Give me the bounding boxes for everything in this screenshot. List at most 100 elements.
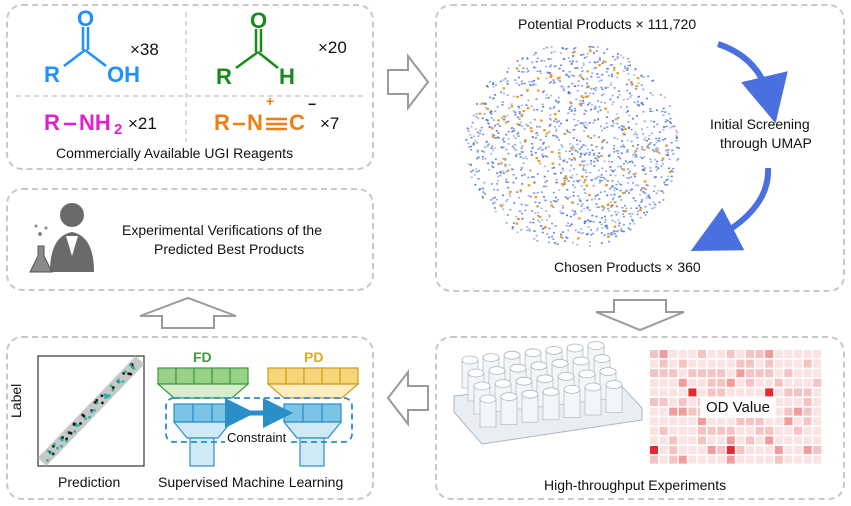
- umap-point: [628, 114, 631, 117]
- umap-highlight-point: [504, 121, 508, 124]
- umap-point: [502, 194, 504, 197]
- umap-point: [552, 191, 555, 194]
- umap-point: [585, 110, 588, 112]
- umap-point: [566, 214, 568, 217]
- umap-point: [506, 198, 509, 201]
- umap-point: [499, 174, 502, 177]
- umap-point: [523, 71, 526, 73]
- umap-point: [673, 125, 676, 128]
- umap-point: [472, 114, 475, 117]
- heatmap-cell: [784, 407, 793, 416]
- umap-point: [545, 65, 548, 68]
- umap-highlight-point: [538, 216, 542, 219]
- heatmap-cell: [803, 350, 812, 358]
- umap-point: [637, 82, 640, 84]
- umap-point: [614, 169, 617, 171]
- umap-point: [512, 95, 515, 98]
- heatmap-cell: [726, 359, 735, 368]
- umap-point: [543, 185, 545, 188]
- heatmap-cell: [803, 436, 812, 445]
- heatmap-cell: [746, 417, 754, 426]
- umap-point: [600, 79, 603, 82]
- umap-point: [501, 205, 504, 208]
- umap-point: [550, 46, 553, 48]
- umap-point: [574, 67, 577, 69]
- heatmap-cell: [688, 350, 697, 358]
- umap-point: [583, 222, 586, 225]
- umap-point: [579, 73, 582, 76]
- heatmap-cell: [669, 426, 678, 435]
- umap-point: [575, 124, 578, 126]
- umap-point: [555, 178, 558, 181]
- umap-point: [633, 133, 636, 136]
- heatmap-cell: [765, 359, 774, 368]
- umap-point: [583, 130, 586, 132]
- umap-point: [666, 119, 669, 122]
- umap-point: [640, 84, 643, 86]
- umap-point: [584, 144, 587, 147]
- screening-arrow-top: [717, 41, 788, 124]
- heatmap-cell: [669, 407, 678, 416]
- umap-point: [479, 103, 482, 105]
- heatmap-cell: [794, 359, 802, 368]
- umap-point: [582, 64, 585, 66]
- umap-point: [518, 112, 521, 115]
- umap-point: [655, 169, 658, 171]
- heatmap-cell: [755, 436, 764, 445]
- umap-point: [607, 155, 610, 157]
- umap-point: [603, 52, 606, 54]
- heatmap-cell: [803, 455, 812, 464]
- umap-point: [632, 153, 635, 156]
- umap-point: [593, 107, 596, 109]
- umap-point: [584, 121, 587, 124]
- umap-point: [610, 186, 613, 188]
- umap-point: [545, 93, 548, 96]
- umap-point: [637, 210, 639, 213]
- umap-point: [514, 143, 517, 146]
- umap-point: [622, 98, 625, 101]
- umap-point: [585, 152, 588, 154]
- umap-point: [512, 174, 515, 176]
- umap-point: [548, 125, 551, 127]
- umap-point: [547, 170, 550, 172]
- umap-point: [664, 183, 667, 186]
- umap-point: [640, 74, 643, 77]
- umap-point: [580, 122, 583, 124]
- umap-point: [591, 103, 594, 106]
- umap-point: [553, 106, 556, 108]
- umap-point: [658, 201, 661, 204]
- umap-point: [550, 81, 553, 83]
- umap-highlight-point: [502, 87, 506, 90]
- umap-point: [597, 111, 600, 113]
- umap-point: [548, 130, 551, 133]
- umap-point: [547, 57, 550, 60]
- umap-highlight-point: [515, 67, 519, 70]
- umap-highlight-point: [550, 204, 553, 207]
- umap-point: [507, 186, 510, 189]
- umap-point: [645, 183, 648, 186]
- heatmap-cell: [736, 455, 745, 464]
- umap-point: [557, 102, 560, 104]
- heatmap-cell: [784, 378, 793, 387]
- umap-point: [639, 194, 642, 196]
- umap-point: [613, 144, 616, 147]
- heatmap-cell: [774, 388, 783, 397]
- umap-highlight-point: [668, 170, 672, 174]
- umap-point: [677, 147, 680, 149]
- umap-point: [496, 183, 498, 185]
- umap-point: [643, 211, 646, 214]
- umap-point: [531, 210, 534, 212]
- umap-point: [648, 195, 650, 198]
- umap-point: [510, 168, 513, 170]
- parity-point: [74, 424, 78, 428]
- umap-point: [664, 111, 667, 113]
- umap-point: [569, 196, 572, 199]
- umap-point: [494, 94, 497, 96]
- umap-point: [572, 195, 575, 197]
- umap-point: [497, 163, 500, 165]
- umap-point: [625, 177, 628, 179]
- umap-point: [476, 142, 479, 144]
- umap-point: [517, 105, 520, 108]
- umap-point: [676, 147, 679, 149]
- umap-point: [546, 233, 549, 235]
